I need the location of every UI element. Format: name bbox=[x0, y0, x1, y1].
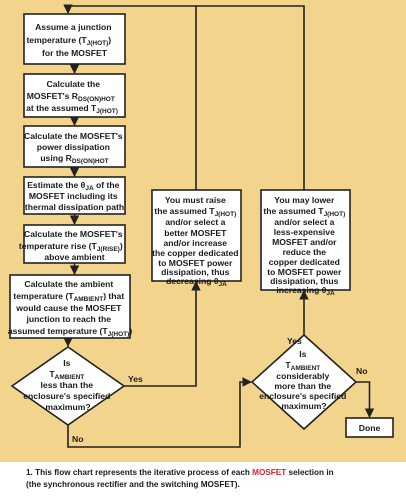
step-estimate-theta-ja: Estimate the θJA of the MOSFET including… bbox=[23, 176, 126, 215]
label-no-1: No bbox=[72, 434, 83, 444]
svg-text:Is TAMBIENT less t: Is TAMBIENT less than the enclosure's sp… bbox=[23, 358, 112, 412]
svg-text:Calculate the MOSFET's t: Calculate the MOSFET's temperature rise … bbox=[19, 229, 125, 262]
flowchart-background: Assume a junction temperature (TJ(HOT)) … bbox=[0, 0, 406, 462]
caption-line-1: 1. This flow chart represents the iterat… bbox=[26, 468, 334, 477]
decision-ambient-more-than-max: Is TAMBIENT considerably more than the e… bbox=[250, 333, 358, 431]
edge-m1-loop bbox=[63, 4, 197, 190]
caption-line-2: (the synchronous rectifier and the switc… bbox=[26, 479, 240, 489]
svg-text:Calculate the MOSFET's R: Calculate the MOSFET's RDS(ON)HOT at the… bbox=[26, 79, 118, 115]
edge-d2-no bbox=[356, 381, 375, 418]
step-calculate-power-dissipation: Calculate the MOSFET's power dissipation… bbox=[23, 125, 126, 168]
step-calculate-temperature-rise: Calculate the MOSFET's temperature rise … bbox=[19, 224, 126, 264]
step-lower-temperature-or-cheaper-mosfet: You may lower the assumed TJ(HOT) and/or… bbox=[260, 189, 351, 297]
caption-highlight: MOSFET bbox=[252, 468, 287, 477]
step-done: Done bbox=[345, 417, 394, 438]
flowchart: Assume a junction temperature (TJ(HOT)) … bbox=[8, 4, 394, 448]
svg-text:Done: Done bbox=[359, 423, 381, 433]
svg-text:Calculate the ambient te: Calculate the ambient temperature (TAMBI… bbox=[8, 279, 133, 338]
label-no-2: No bbox=[356, 366, 367, 376]
step-assume-junction-temperature: Assume a junction temperature (TJ(HOT)) … bbox=[23, 13, 126, 65]
svg-text:You must raise the assum: You must raise the assumed TJ(HOT) and/o… bbox=[152, 195, 241, 288]
svg-text:Calculate the MOSFET's p: Calculate the MOSFET's power dissipation… bbox=[24, 131, 125, 165]
step-calculate-rds-on-hot: Calculate the MOSFET's RDS(ON)HOT at the… bbox=[23, 73, 126, 118]
svg-text:You may lower the assume: You may lower the assumed TJ(HOT) and/or… bbox=[263, 195, 347, 297]
edge-d1-yes bbox=[124, 281, 201, 387]
figure-caption: 1. This flow chart represents the iterat… bbox=[26, 467, 396, 490]
svg-text:Estimate the θJA of the: Estimate the θJA of the MOSFET including… bbox=[25, 180, 124, 212]
svg-text:Is TAMBIENT consid: Is TAMBIENT considerably more than the e… bbox=[259, 349, 348, 411]
label-yes-2: Yes bbox=[287, 336, 302, 346]
svg-text:Assume a junction temper: Assume a junction temperature (TJ(HOT)) … bbox=[26, 22, 113, 58]
edge-m2-loop bbox=[196, 5, 305, 190]
step-calculate-ambient-temperature: Calculate the ambient temperature (TAMBI… bbox=[8, 274, 133, 339]
step-raise-temperature-or-better-mosfet: You must raise the assumed TJ(HOT) and/o… bbox=[151, 189, 242, 288]
decision-ambient-less-than-max: Is TAMBIENT less than the enclosure's sp… bbox=[10, 346, 126, 426]
label-yes-1: Yes bbox=[128, 374, 143, 384]
edge-d1-no bbox=[67, 377, 252, 448]
